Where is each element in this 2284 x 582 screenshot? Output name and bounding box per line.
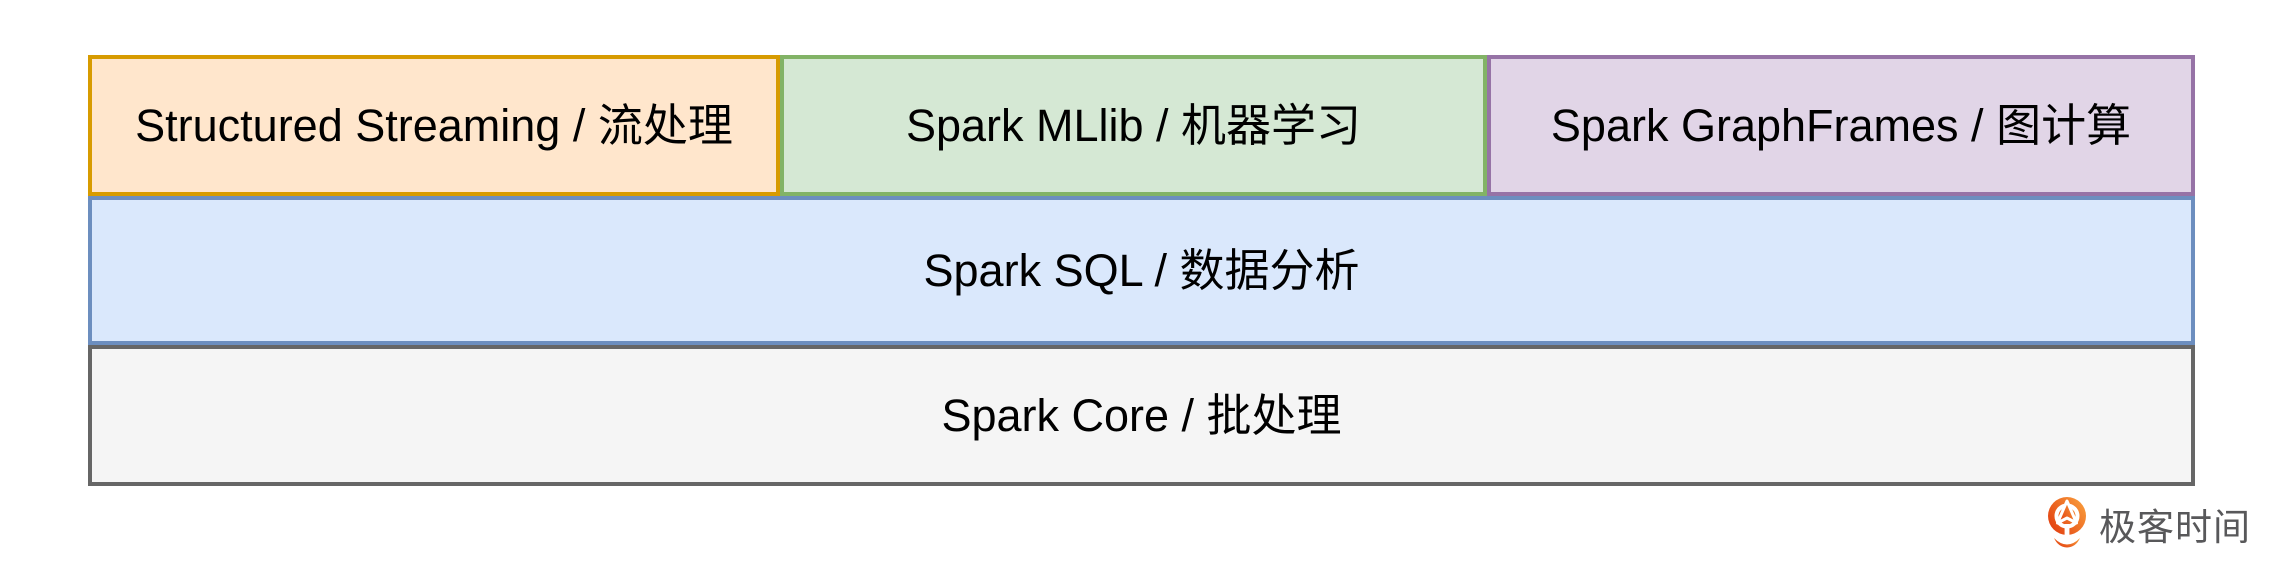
geektime-pin-icon — [2048, 497, 2086, 548]
box-spark-sql-label: Spark SQL / 数据分析 — [923, 245, 1360, 296]
layer-row-middle: Spark SQL / 数据分析 — [88, 196, 2195, 345]
layer-row-bottom: Spark Core / 批处理 — [88, 345, 2195, 486]
box-spark-sql: Spark SQL / 数据分析 — [88, 196, 2195, 345]
box-structured-streaming-label: Structured Streaming / 流处理 — [135, 100, 733, 151]
box-spark-graphframes: Spark GraphFrames / 图计算 — [1487, 55, 2195, 196]
geektime-logo: 极客时间 — [2048, 497, 2251, 555]
spark-stack-diagram: Structured Streaming / 流处理 Spark MLlib /… — [88, 55, 2195, 486]
box-spark-graphframes-label: Spark GraphFrames / 图计算 — [1550, 100, 2132, 151]
box-spark-core: Spark Core / 批处理 — [88, 345, 2195, 486]
box-structured-streaming: Structured Streaming / 流处理 — [88, 55, 780, 196]
geektime-logo-text: 极客时间 — [2099, 506, 2251, 548]
box-spark-mllib: Spark MLlib / 机器学习 — [780, 55, 1487, 196]
layer-row-top: Structured Streaming / 流处理 Spark MLlib /… — [88, 55, 2195, 196]
box-spark-core-label: Spark Core / 批处理 — [941, 390, 1342, 441]
box-spark-mllib-label: Spark MLlib / 机器学习 — [905, 100, 1362, 151]
